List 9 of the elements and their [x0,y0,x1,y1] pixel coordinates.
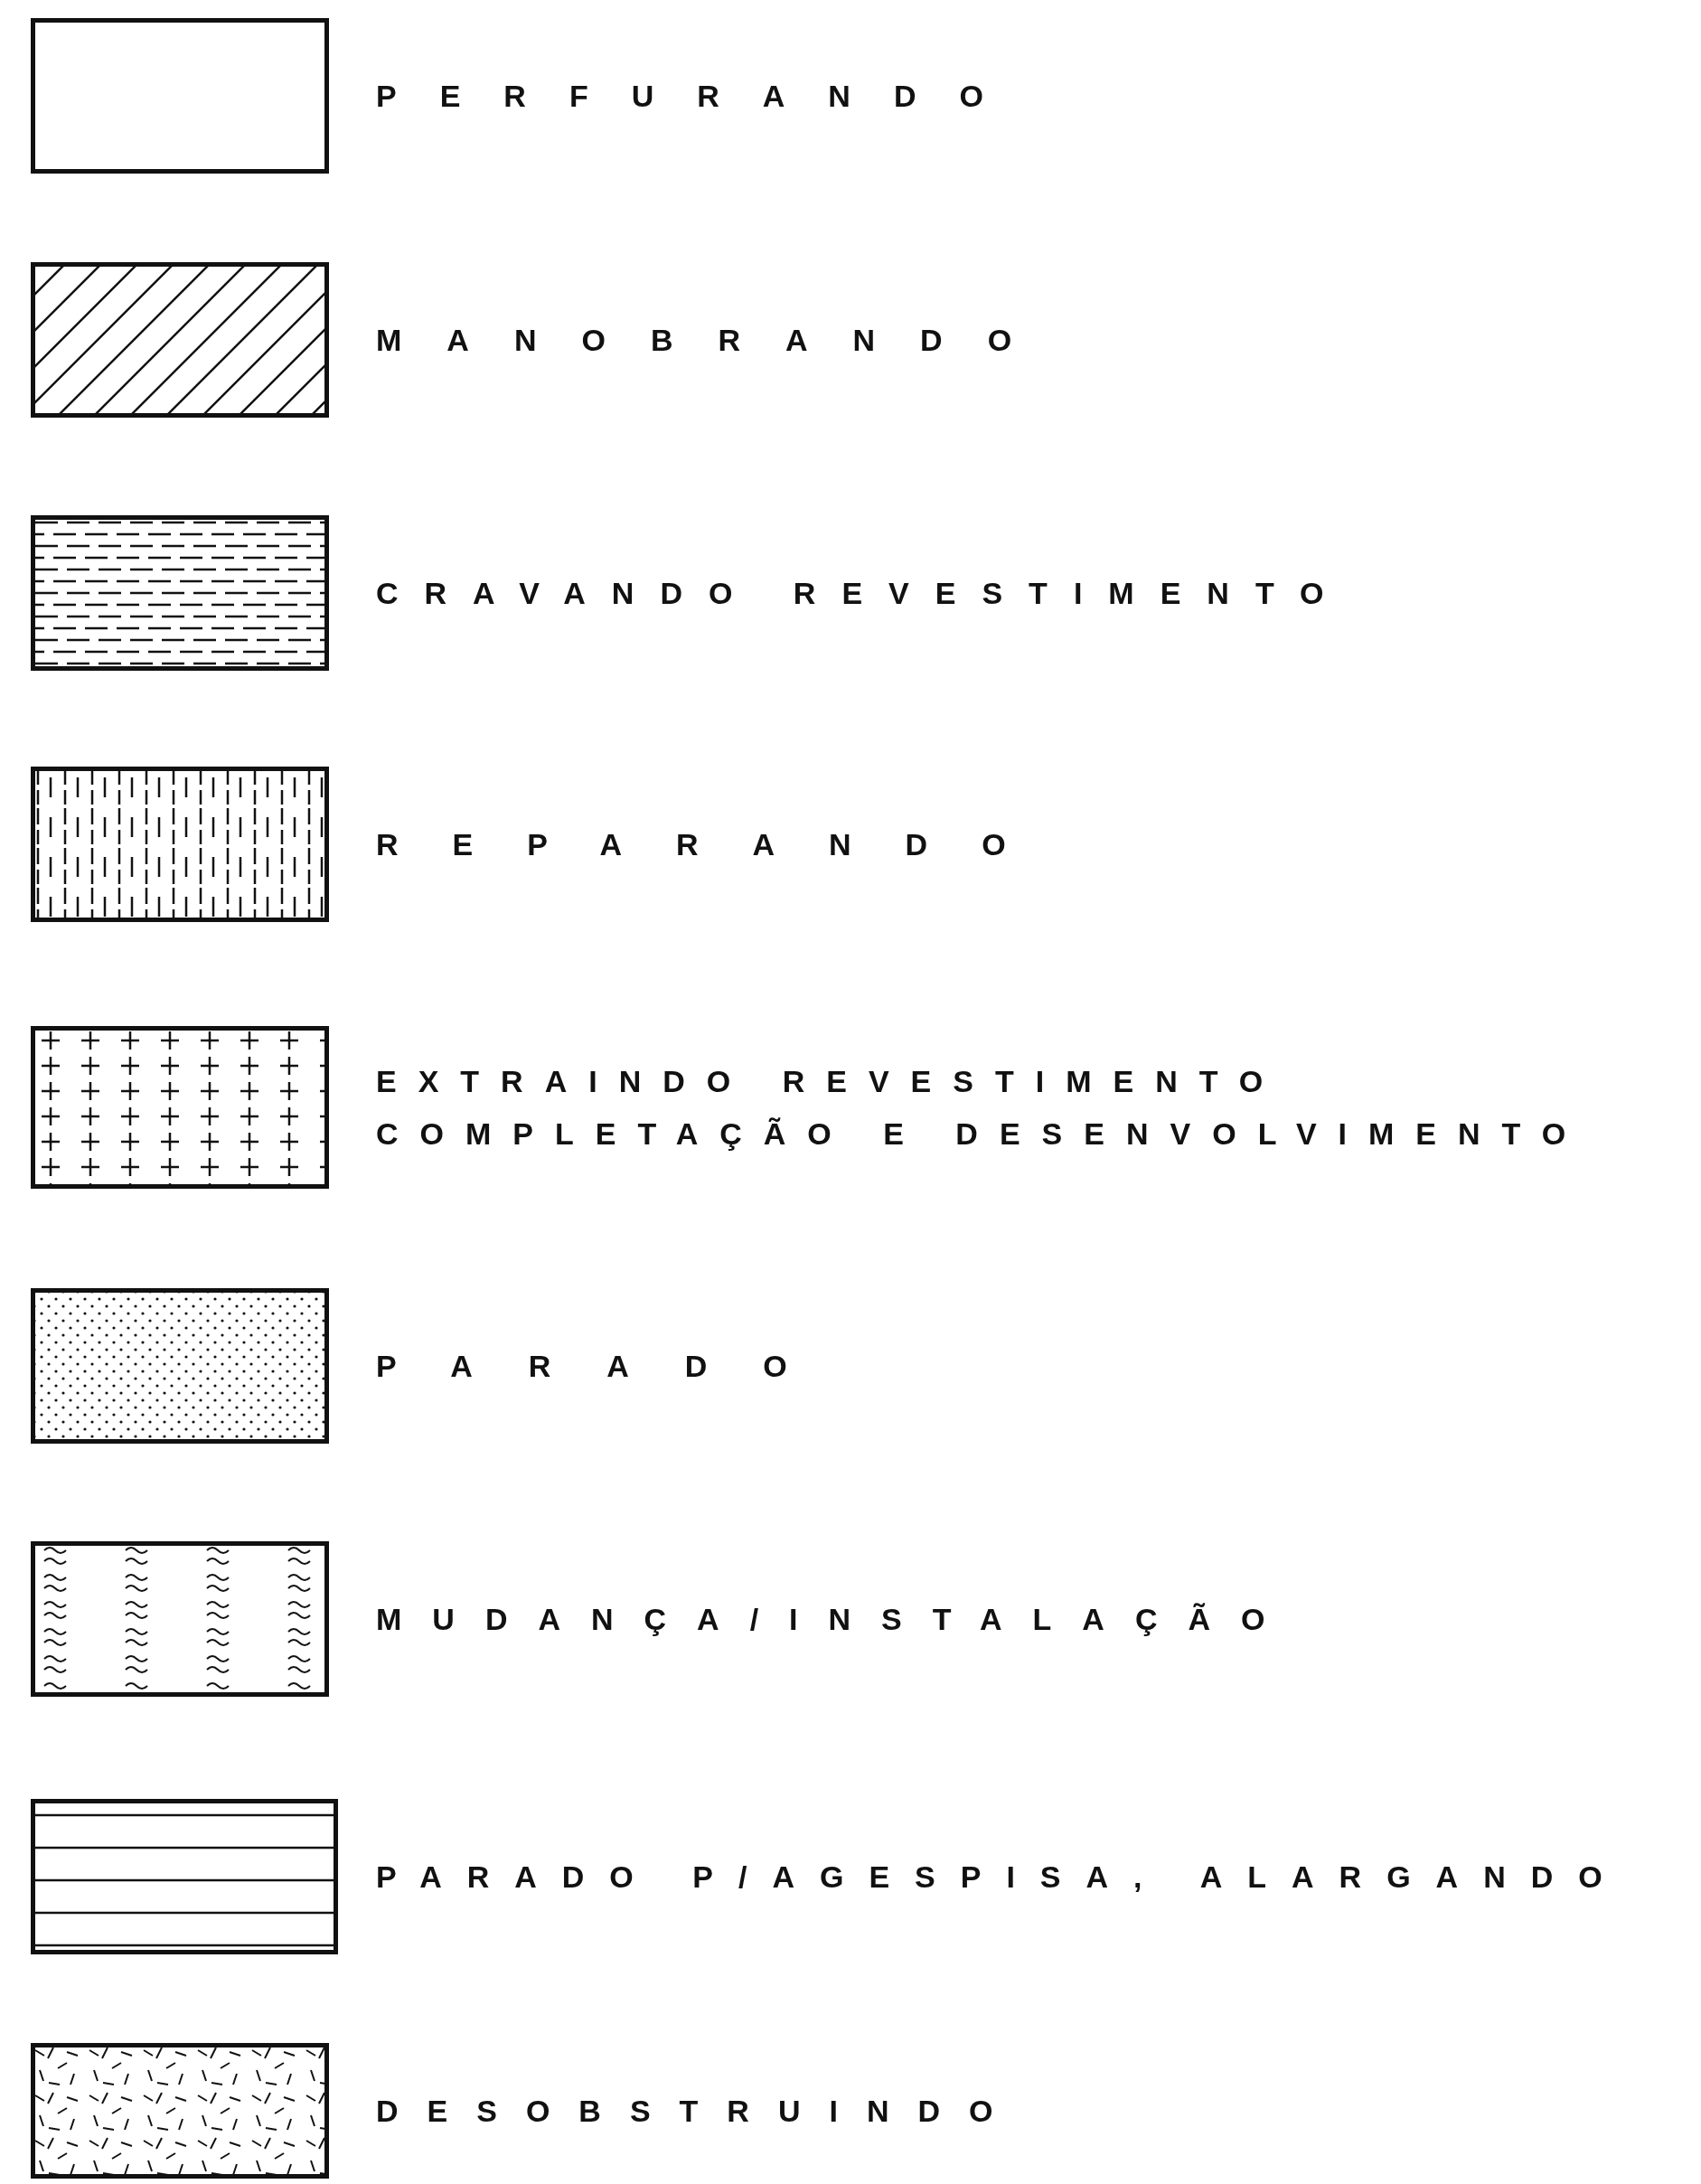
legend-label: MANOBRANDO [376,322,1057,359]
legend-label: EXTRAINDO REVESTIMENTO COMPLETAÇÃO E DESENVOLVIMENTO [376,1063,1589,1153]
legend-label: PERFURANDO [376,78,1027,115]
legend-label: PARADO P/AGESPISA, ALARGANDO [376,1859,1628,1896]
legend-label: CRAVANDO REVESTIMENTO [376,575,1350,612]
legend-label: DESOBSTRUINDO [376,2093,1022,2130]
legend-label: PARADO [376,1348,843,1385]
legend-label: MUDANÇA/INSTALAÇÃO [376,1601,1296,1638]
legend-label: REPARANDO [376,826,1060,863]
